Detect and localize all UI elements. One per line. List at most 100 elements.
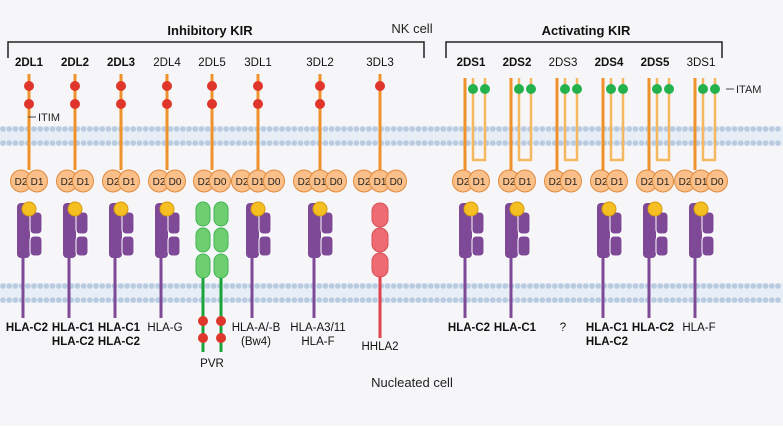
- lipid-head: [682, 297, 688, 303]
- lipid-head: [25, 297, 31, 303]
- ligand-name-label: HHLA2: [361, 341, 398, 353]
- lipid-head: [707, 140, 713, 146]
- lipid-head: [620, 283, 626, 289]
- lipid-head: [390, 126, 397, 132]
- hla-heavy-chain: [308, 203, 321, 258]
- lipid-head: [502, 126, 509, 132]
- lipid-head: [12, 297, 19, 303]
- lipid-head: [223, 283, 229, 289]
- lipid-head: [651, 140, 657, 146]
- lipid-head: [521, 140, 527, 146]
- itim-motif: [70, 81, 80, 91]
- lipid-head: [37, 140, 43, 146]
- lipid-head: [657, 126, 663, 132]
- lipid-head: [626, 140, 632, 146]
- lipid-head: [242, 126, 248, 132]
- lipid-head: [397, 297, 403, 303]
- lipid-head: [539, 283, 546, 289]
- lipid-head: [328, 140, 335, 146]
- lipid-head: [465, 140, 471, 146]
- lipid-head: [769, 126, 775, 132]
- hla-alpha-domain: [517, 211, 531, 235]
- lipid-head: [521, 126, 527, 132]
- lipid-head: [235, 140, 242, 146]
- lipid-head: [279, 297, 285, 303]
- ligand-name-label: HLA-F: [682, 322, 715, 334]
- itam-motif: [480, 84, 490, 94]
- lipid-head: [37, 126, 43, 132]
- lipid-head: [738, 140, 744, 146]
- hla-alpha-domain: [320, 211, 334, 235]
- lipid-head: [130, 140, 136, 146]
- ig-domain-label: D2: [549, 177, 562, 188]
- ig-domain-label: D1: [565, 177, 578, 188]
- lipid-head: [428, 297, 434, 303]
- ig-domain-label: D1: [657, 177, 670, 188]
- lipid-head: [204, 297, 211, 303]
- lipid-head: [359, 297, 366, 303]
- lipid-head: [347, 297, 354, 303]
- lipid-head: [0, 283, 6, 289]
- lipid-head: [0, 126, 6, 132]
- lipid-head: [372, 297, 378, 303]
- lipid-head: [738, 126, 744, 132]
- lipid-head: [347, 126, 354, 132]
- lipid-head: [390, 140, 397, 146]
- lipid-head: [25, 283, 31, 289]
- lipid-head: [707, 297, 713, 303]
- lipid-head: [583, 140, 589, 146]
- ig-domain-label: D1: [123, 177, 136, 188]
- lipid-head: [211, 297, 217, 303]
- lipid-head: [558, 140, 564, 146]
- lipid-head: [80, 126, 87, 132]
- peptide: [250, 201, 266, 217]
- lipid-head: [248, 126, 254, 132]
- lipid-head: [49, 140, 56, 146]
- lipid-head: [136, 297, 143, 303]
- lipid-head: [477, 140, 484, 146]
- lipid-head: [558, 126, 564, 132]
- lipid-head: [527, 297, 533, 303]
- receptor-name-label: 3DL2: [306, 57, 334, 69]
- lipid-head: [260, 140, 267, 146]
- lipid-head: [521, 283, 527, 289]
- receptor-name-label: 2DL1: [15, 57, 44, 69]
- lipid-head: [558, 283, 564, 289]
- lipid-head: [316, 297, 323, 303]
- ligand-2dl4: HLA-G: [147, 201, 183, 334]
- nk-cell-label: NK cell: [391, 21, 432, 36]
- lipid-head: [731, 126, 738, 132]
- lipid-head: [93, 297, 99, 303]
- itim-motif: [253, 99, 263, 109]
- lipid-head: [756, 140, 763, 146]
- nucleated-cell-label: Nucleated cell: [371, 375, 453, 390]
- lipid-head: [242, 297, 248, 303]
- pvr-itim: [216, 316, 226, 326]
- lipid-head: [570, 140, 577, 146]
- receptor-name-label: 3DL1: [244, 57, 272, 69]
- lipid-head: [632, 126, 639, 132]
- lipid-head: [490, 283, 496, 289]
- lipid-head: [260, 297, 267, 303]
- hhla2-ig-domain: [371, 227, 389, 253]
- ligand-name-label: HLA-C1: [52, 322, 95, 334]
- lipid-head: [62, 283, 68, 289]
- lipid-head: [372, 140, 378, 146]
- lipid-head: [589, 283, 595, 289]
- lipid-head: [434, 126, 440, 132]
- lipid-head: [576, 283, 583, 289]
- lipid-head: [285, 140, 292, 146]
- receptor-name-label: 2DS2: [503, 57, 532, 69]
- lipid-head: [403, 297, 409, 303]
- lipid-head: [533, 126, 539, 132]
- b2-microglobulin: [258, 235, 272, 257]
- hla-alpha-domain: [258, 211, 272, 235]
- lipid-head: [384, 283, 391, 289]
- lipid-head: [769, 283, 775, 289]
- ig-domain-label: D1: [611, 177, 624, 188]
- lipid-head: [769, 140, 775, 146]
